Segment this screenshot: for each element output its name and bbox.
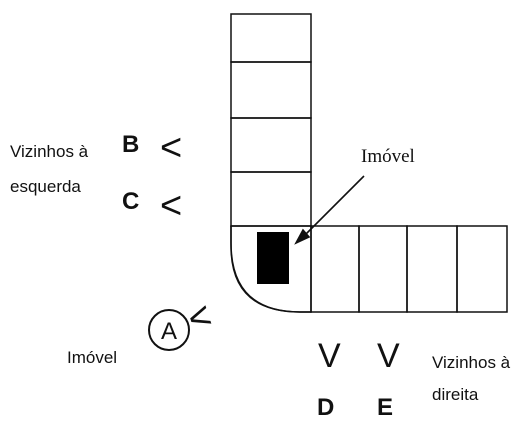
less-than-c: < (160, 185, 182, 227)
corner-lot-curve (230, 226, 311, 313)
marker-a-circle (148, 309, 190, 351)
v-mark-d: V (318, 337, 341, 375)
property-block (257, 232, 289, 284)
less-than-b: < (160, 127, 182, 169)
lot-v3 (230, 117, 312, 173)
lot-v1 (230, 13, 312, 63)
lot-h2 (358, 225, 408, 313)
marker-b: B (122, 131, 139, 158)
marker-e: E (377, 394, 393, 421)
marker-a: A (161, 318, 177, 345)
right-neighbors-label-line2: direita (432, 385, 479, 404)
lot-h4 (456, 225, 508, 313)
lot-h1 (310, 225, 360, 313)
lot-v4 (230, 171, 312, 227)
left-neighbors-label-line2: esquerda (10, 177, 81, 196)
marker-d: D (317, 394, 334, 421)
lot-h3 (406, 225, 458, 313)
left-neighbors-label-line1: Vizinhos à (10, 142, 89, 161)
property-label-top: Imóvel (361, 146, 415, 167)
property-label-bottom: Imóvel (67, 348, 117, 367)
horizontal-lots (310, 225, 508, 313)
vertical-lots (230, 13, 312, 227)
right-neighbors-label-line1: Vizinhos à (432, 353, 511, 372)
lot-v2 (230, 61, 312, 119)
v-mark-e: V (377, 337, 400, 375)
marker-c: C (122, 188, 139, 215)
property-arrow (294, 175, 365, 245)
